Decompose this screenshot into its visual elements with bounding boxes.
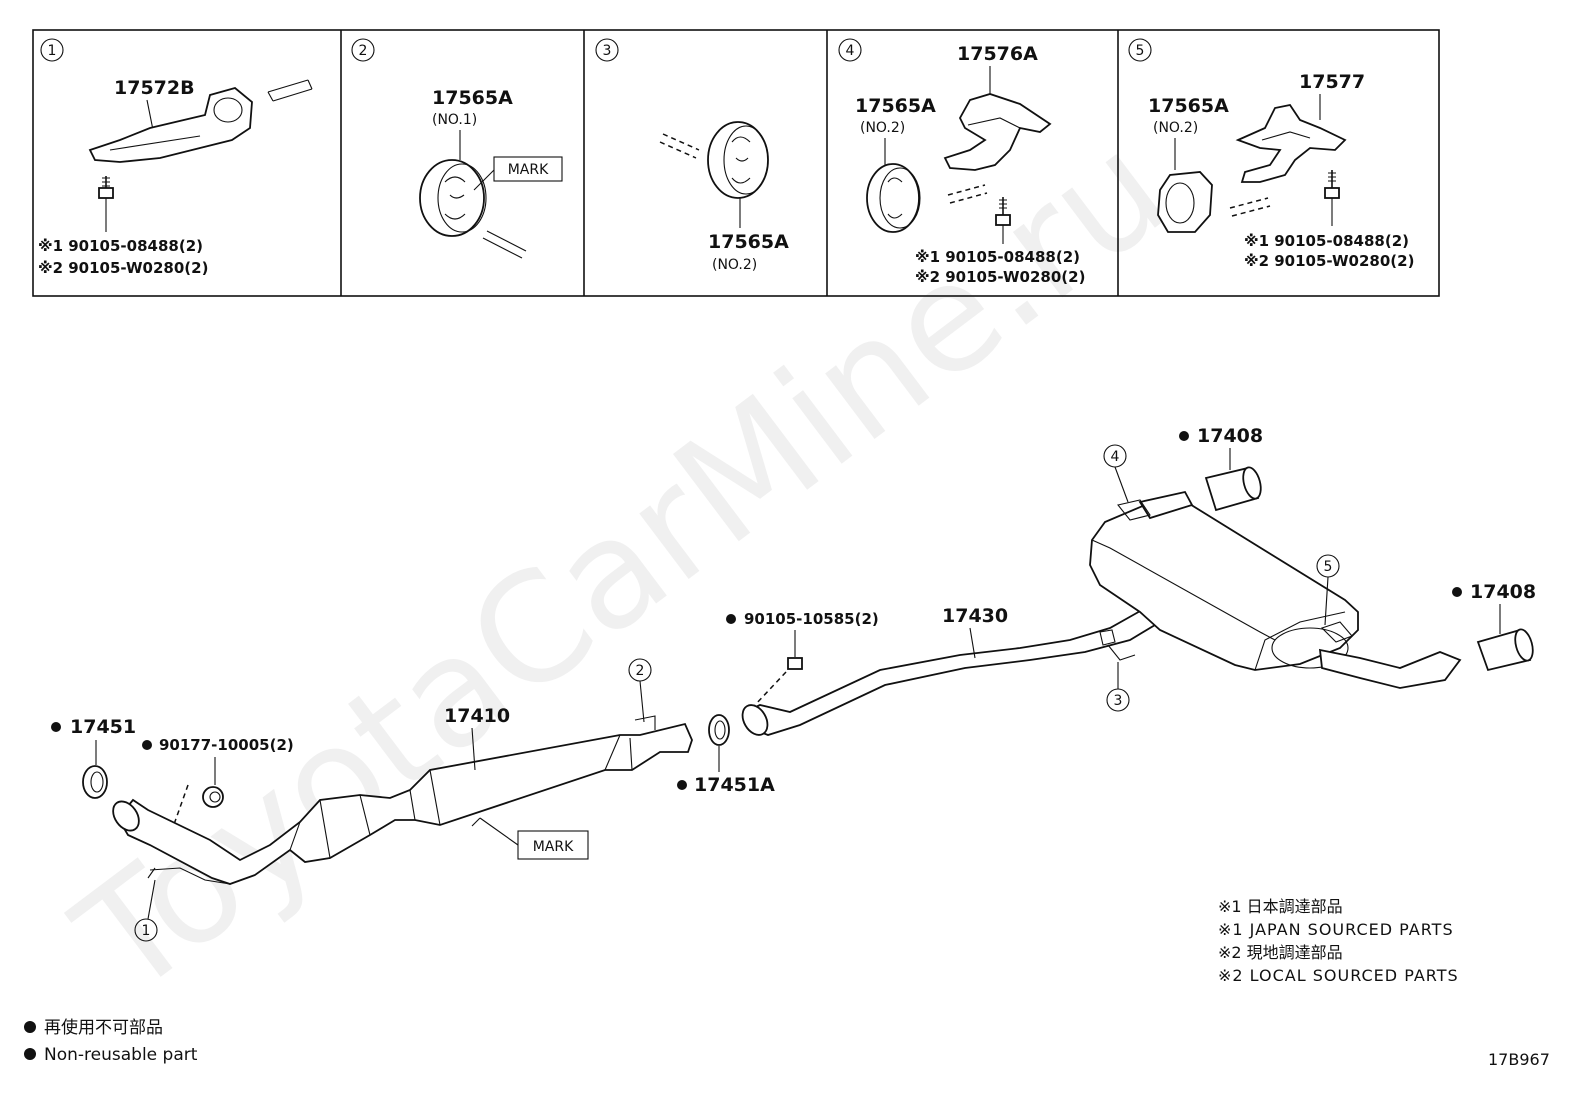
- part-17408-a: 17408: [1197, 425, 1263, 447]
- callout-3: 3: [1114, 693, 1123, 709]
- callout-5: 5: [1324, 559, 1333, 575]
- exhaust-tip-icon: [1204, 466, 1262, 512]
- note-4: ※2 LOCAL SOURCED PARTS: [1218, 966, 1459, 985]
- panel-5: 5 17577 17565A (NO.2) ※1 90105-08488(2) …: [1128, 38, 1414, 270]
- panel-2: 2 17565A (NO.1) MARK: [351, 38, 563, 259]
- rubber-hanger-icon: [866, 163, 921, 233]
- legend-en: Non-reusable part: [44, 1045, 198, 1065]
- muffler: [1089, 497, 1359, 671]
- panel-number: 3: [603, 43, 612, 59]
- watermark: ToyotaCarMine.ru: [46, 101, 1198, 1029]
- part-17408-b: 17408: [1470, 581, 1536, 603]
- diagram-code: 17B967: [1488, 1050, 1550, 1069]
- part-number: 17572B: [114, 77, 195, 99]
- gasket-icon: [708, 714, 730, 746]
- source-notes: ※1 日本調達部品 ※1 JAPAN SOURCED PARTS ※2 現地調達…: [1218, 897, 1459, 985]
- part-17410: 17410: [444, 705, 510, 727]
- rubber-hanger-icon: [419, 159, 487, 237]
- note-3: ※2 現地調達部品: [1218, 943, 1343, 962]
- bolt-icon: [787, 657, 803, 670]
- callout-2: 2: [636, 663, 645, 679]
- non-reusable-dot: [142, 740, 152, 750]
- non-reusable-dot: [1452, 587, 1462, 597]
- part-90105: 90105-10585(2): [744, 610, 879, 628]
- bracket-17577: [1235, 103, 1347, 183]
- callout-1: 1: [142, 923, 151, 939]
- part-number: 17565A: [432, 87, 513, 109]
- part-sub: (NO.2): [1153, 120, 1198, 136]
- bolt-icon: [98, 176, 114, 232]
- panel-1: 1 17572B ※1 90105-08488(2) ※2 90105-W028…: [38, 38, 313, 277]
- part-sub: (NO.2): [860, 120, 905, 136]
- part-number: 17565A: [708, 231, 789, 253]
- panel-number: 5: [1136, 43, 1145, 59]
- part-90177: 90177-10005(2): [159, 736, 294, 754]
- bolt-icon: [995, 197, 1011, 244]
- part-number-a: 17565A: [855, 95, 936, 117]
- bolt-icon: [1324, 170, 1340, 226]
- callout-4: 4: [1111, 449, 1120, 465]
- panel-number: 4: [846, 43, 855, 59]
- panel-number: 2: [359, 43, 368, 59]
- panel-4: 4 17576A 17565A (NO.2) ※1 90105-08488(2)…: [838, 38, 1085, 286]
- non-reusable-dot: [677, 780, 687, 790]
- bolt-note-1: ※1 90105-08488(2): [915, 248, 1080, 266]
- non-reusable-dot: [1179, 431, 1189, 441]
- part-sub: (NO.2): [712, 257, 757, 273]
- bolt-note-1: ※1 90105-08488(2): [38, 237, 203, 255]
- front-pipe: [116, 722, 693, 885]
- part-17430: 17430: [942, 605, 1008, 627]
- rubber-hanger-icon: [707, 121, 769, 199]
- exhaust-main: 17451 90177-10005(2) 17410 MARK 1: [51, 425, 1536, 942]
- part-number-b: 17577: [1299, 71, 1365, 93]
- bolt-note-2: ※2 90105-W0280(2): [1244, 252, 1414, 270]
- panel-3: 3 17565A (NO.2): [595, 38, 789, 273]
- note-2: ※1 JAPAN SOURCED PARTS: [1218, 920, 1454, 939]
- rubber-hanger-icon: [1157, 171, 1213, 233]
- part-17451A: 17451A: [694, 774, 775, 796]
- bolt-note-2: ※2 90105-W0280(2): [915, 268, 1085, 286]
- center-pipe: [743, 608, 1162, 736]
- detail-panels: [32, 29, 1440, 297]
- part-17451: 17451: [70, 716, 136, 738]
- part-sub: (NO.1): [432, 112, 477, 128]
- bracket-17572b: [88, 87, 253, 163]
- non-reusable-dot: [24, 1048, 36, 1060]
- exhaust-tip-icon: [1476, 628, 1534, 672]
- part-number-b: 17576A: [957, 43, 1038, 65]
- nut-icon: [202, 786, 224, 808]
- non-reusable-dot: [726, 614, 736, 624]
- non-reusable-dot: [24, 1021, 36, 1033]
- bolt-note-2: ※2 90105-W0280(2): [38, 259, 208, 277]
- legend: 再使用不可部品 Non-reusable part: [24, 1017, 198, 1065]
- bracket-17576a: [943, 93, 1052, 171]
- panel-number: 1: [48, 43, 57, 59]
- bolt-note-1: ※1 90105-08488(2): [1244, 232, 1409, 250]
- legend-jp: 再使用不可部品: [44, 1017, 163, 1038]
- mark-label: MARK: [508, 162, 549, 178]
- non-reusable-dot: [51, 722, 61, 732]
- note-1: ※1 日本調達部品: [1218, 897, 1343, 916]
- part-number-a: 17565A: [1148, 95, 1229, 117]
- mark-label: MARK: [533, 839, 574, 855]
- gasket-icon: [82, 765, 108, 799]
